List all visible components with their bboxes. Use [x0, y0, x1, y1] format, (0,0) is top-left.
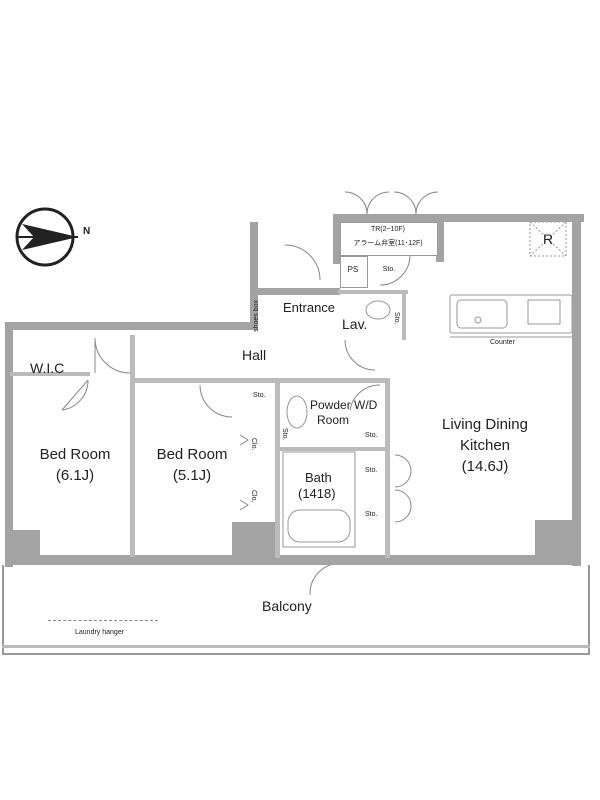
r-label: R	[542, 231, 554, 247]
storage-label: Sto.	[281, 428, 288, 441]
roof-hatch-icon	[529, 221, 567, 257]
bedroom-1-name: Bed Room	[39, 446, 111, 463]
ldk-label-2: Kitchen	[459, 437, 511, 454]
wall	[275, 383, 280, 558]
counter-label: Counter	[490, 339, 515, 346]
column	[535, 520, 580, 565]
ldk-size: (14.6J)	[461, 458, 509, 475]
wall	[135, 378, 385, 383]
wall	[5, 322, 13, 567]
wall	[333, 214, 341, 264]
tr-label: TR(2~10F)	[370, 226, 406, 233]
wall	[10, 372, 90, 376]
storage-label: Sto.	[393, 312, 400, 325]
ldk-label: Living Dining	[442, 416, 528, 433]
storage-label: Sto.	[365, 511, 378, 518]
column	[5, 530, 40, 565]
balcony-label: Balcony	[262, 598, 312, 614]
powder-room-label: Powder	[310, 398, 351, 412]
entrance-label: Entrance	[283, 300, 336, 315]
bath-size: (1418)	[298, 486, 336, 501]
wall	[436, 214, 584, 222]
column	[232, 522, 277, 565]
wall	[280, 447, 388, 451]
wall	[250, 222, 258, 330]
bedroom-2-name: Bed Room	[156, 446, 228, 463]
storage-label: Sto.	[382, 266, 396, 273]
tr-room	[340, 222, 438, 256]
lav-label: Lav.	[342, 316, 368, 332]
bedroom-1-size: (6.1J)	[55, 467, 95, 484]
wall	[5, 555, 580, 565]
compass-icon	[15, 207, 78, 267]
hall-label: Hall	[242, 347, 267, 363]
washer-dryer-label: W/D	[354, 398, 378, 412]
wall	[572, 214, 581, 566]
wall	[130, 335, 135, 557]
ps-room	[340, 256, 368, 288]
wall	[333, 214, 443, 222]
wall	[436, 214, 444, 262]
storage-label: Sto.	[365, 432, 378, 439]
closet-label: Clo.	[250, 438, 257, 451]
shoes-box-label: shoes box	[253, 300, 260, 332]
bath-label: Bath	[305, 470, 332, 485]
storage-label: Sto.	[253, 392, 266, 399]
north-label: N	[83, 226, 91, 237]
wall	[402, 290, 406, 340]
storage-label: Sto.	[365, 467, 378, 474]
laundry-hanger-label: Laundry hanger	[75, 629, 125, 636]
balcony-area	[2, 565, 590, 655]
wall	[5, 322, 255, 330]
closet-label: Clo.	[250, 490, 257, 503]
balcony-edge	[2, 645, 590, 648]
ps-label: PS	[347, 265, 359, 274]
powder-room-label-2: Room	[317, 413, 350, 427]
alarm-valve-label: アラーム弁室(11･12F)	[353, 240, 423, 247]
laundry-hanger-line	[48, 620, 158, 621]
wall	[250, 288, 340, 295]
wic-label: W.I.C	[30, 360, 65, 376]
bedroom-2-size: (5.1J)	[172, 467, 212, 484]
wall	[338, 290, 408, 294]
wall	[385, 378, 390, 558]
